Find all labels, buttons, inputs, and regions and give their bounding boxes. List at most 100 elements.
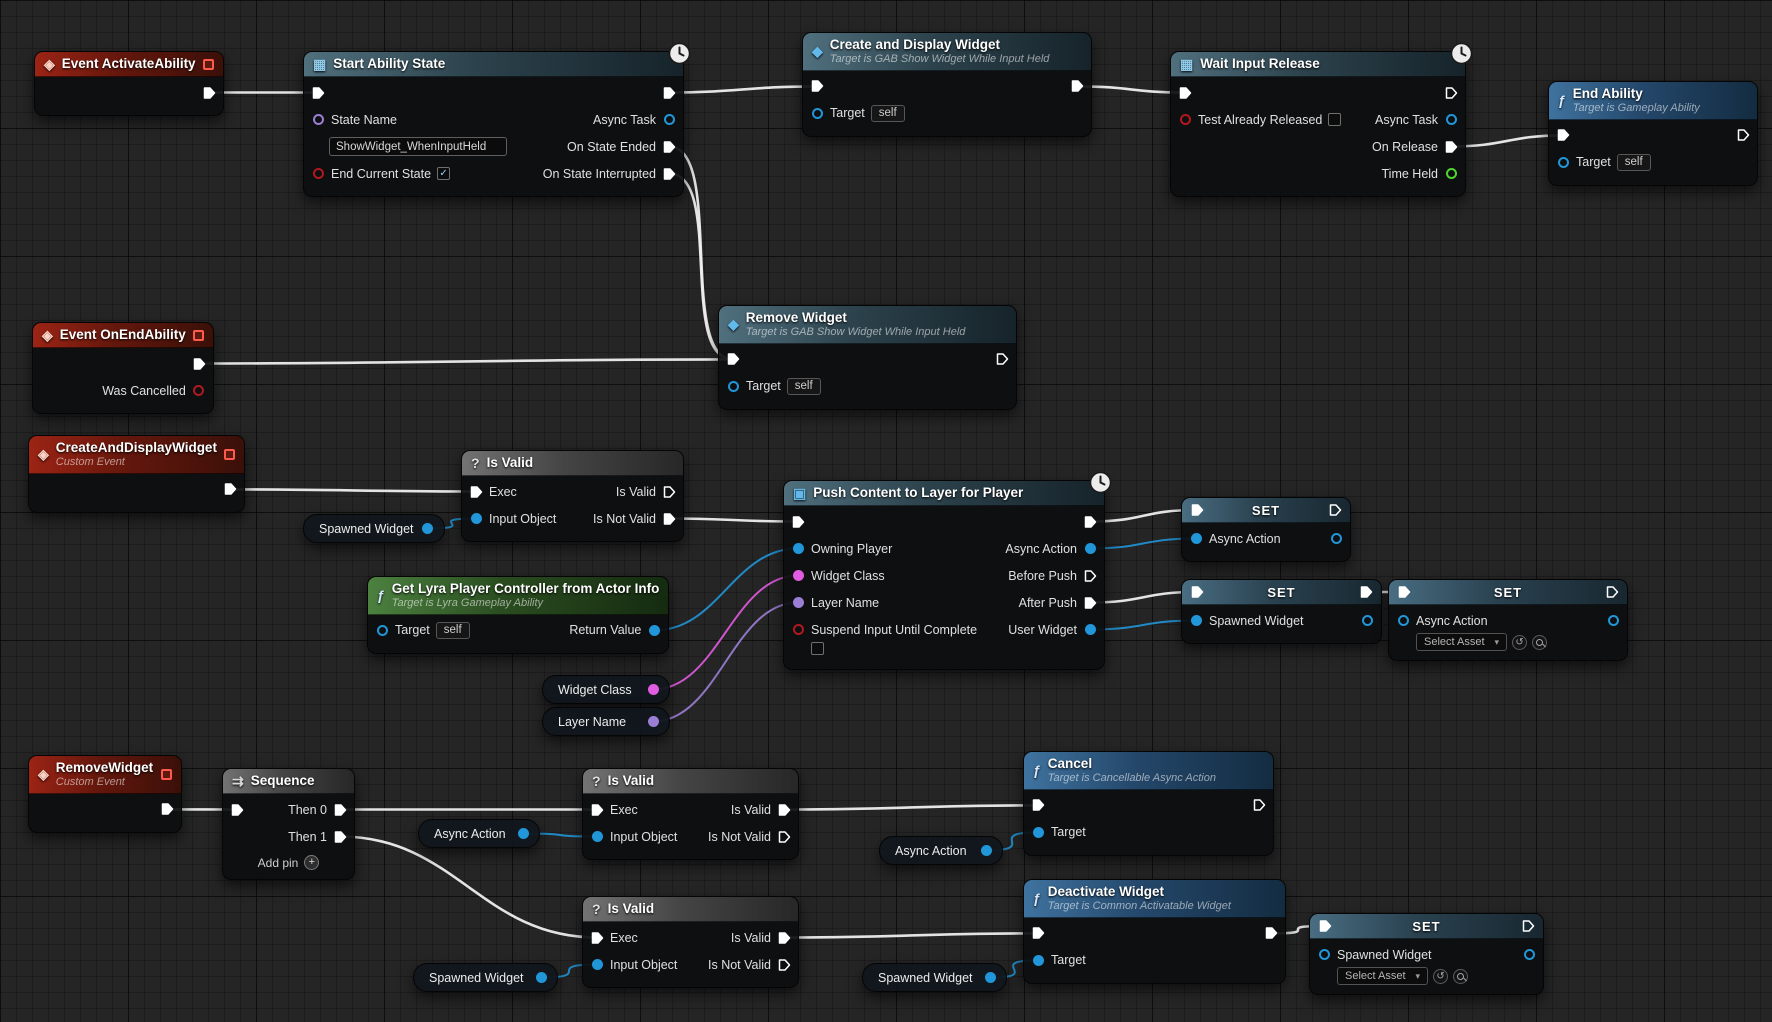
exec-out-pin[interactable] [223,482,237,496]
out-pin[interactable] [1329,532,1343,546]
is-not-valid-pin[interactable] [777,830,791,844]
on-state-interrupted-pin[interactable] [662,167,676,181]
out-pin[interactable] [983,971,997,985]
async-action-pin[interactable] [1396,614,1410,628]
exec-out-pin[interactable] [1359,585,1373,599]
exec-in-pin[interactable] [1397,585,1411,599]
delegate-output-pin[interactable] [161,768,172,780]
is-not-valid-pin[interactable] [662,512,676,526]
node-header[interactable]: ◈Event OnEndAbility [33,323,213,348]
exec-out-pin[interactable] [1328,503,1342,517]
exec-pin[interactable] [590,931,604,945]
node-header[interactable]: SET [1389,580,1627,605]
node-event-activate-ability[interactable]: ◈Event ActivateAbility [34,51,224,116]
exec-out-pin[interactable] [160,802,174,816]
exec-in-pin[interactable] [1190,585,1204,599]
checkbox[interactable] [1328,113,1342,126]
exec-out-pin[interactable] [995,352,1009,366]
out-pin[interactable] [421,522,435,536]
target-pin[interactable] [375,623,389,637]
is-valid-pin[interactable] [777,931,791,945]
node-var-spawned-widget-3[interactable]: Spawned Widget [862,963,1007,992]
out-pin[interactable] [516,827,530,841]
owning-player-pin[interactable] [791,542,805,556]
out-pin[interactable] [1606,614,1620,628]
target-pin[interactable] [1031,825,1045,839]
then-1-pin[interactable] [333,830,347,844]
state-name-pin[interactable] [311,113,325,127]
exec-in-pin[interactable] [311,86,325,100]
out-pin[interactable] [1360,614,1374,628]
use-selected-icon[interactable]: ↺ [1433,968,1449,984]
node-header[interactable]: SET [1310,914,1543,939]
out-pin[interactable] [1522,948,1536,962]
delegate-output-pin[interactable] [223,448,235,460]
browse-asset-icon[interactable] [1532,634,1548,650]
exec-in-pin[interactable] [1031,798,1045,812]
user-widget-pin[interactable] [1083,623,1097,637]
node-header[interactable]: ?Is Valid [583,769,798,794]
suspend-input-pin[interactable] [791,623,805,637]
out-pin[interactable] [534,971,548,985]
after-push-pin[interactable] [1083,596,1097,610]
node-header[interactable]: ?Is Valid [462,451,683,476]
async-task-pin[interactable] [662,113,676,127]
target-pin[interactable] [726,379,740,393]
delegate-output-pin[interactable] [202,58,214,70]
was-cancelled-pin[interactable] [192,384,206,398]
self-reference-tag[interactable]: self [786,377,821,395]
out-pin[interactable] [979,844,993,858]
is-valid-pin[interactable] [777,803,791,817]
time-held-pin[interactable] [1444,167,1458,181]
on-release-pin[interactable] [1444,140,1458,154]
layer-name-pin[interactable] [791,596,805,610]
exec-out-pin[interactable] [202,86,216,100]
node-header[interactable]: ⇉Sequence [223,769,354,794]
node-header[interactable]: SET [1182,498,1350,523]
node-header[interactable]: ▦Wait Input Release [1171,52,1465,77]
end-current-state-pin[interactable] [311,167,325,181]
node-header[interactable]: ▣Push Content to Layer for Player [784,481,1104,506]
spawned-widget-pin[interactable] [1189,614,1203,628]
node-header[interactable]: SET [1182,580,1381,605]
exec-out-pin[interactable] [662,86,676,100]
before-push-pin[interactable] [1083,569,1097,583]
exec-pin[interactable] [469,485,483,499]
async-action-pin[interactable] [1189,532,1203,546]
widget-class-pin[interactable] [791,569,805,583]
exec-in-pin[interactable] [1318,919,1332,933]
is-not-valid-pin[interactable] [777,958,791,972]
exec-out-pin[interactable] [1521,919,1535,933]
exec-out-pin[interactable] [1252,798,1266,812]
async-action-pin[interactable] [1083,542,1097,556]
exec-in-pin[interactable] [810,79,824,93]
input-object-pin[interactable] [469,512,483,526]
node-var-async-action-1[interactable]: Async Action [418,819,540,848]
then-0-pin[interactable] [333,803,347,817]
node-var-spawned-widget-1[interactable]: Spawned Widget [303,514,445,543]
input-object-pin[interactable] [590,958,604,972]
exec-pin[interactable] [590,803,604,817]
node-var-spawned-widget-2[interactable]: Spawned Widget [413,963,558,992]
exec-out-pin[interactable] [1070,79,1084,93]
exec-in-pin[interactable] [1031,926,1045,940]
exec-in-pin[interactable] [791,515,805,529]
is-valid-pin[interactable] [662,485,676,499]
